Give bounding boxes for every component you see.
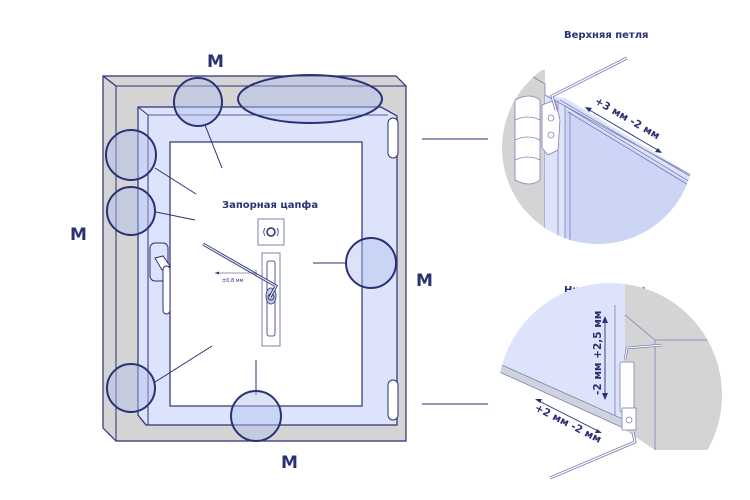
lower-hinge-detail [498,283,722,500]
upper-hinge-arrow [585,107,662,153]
marker-bottom: M [281,453,298,473]
lower-hinge-horizontal-arrow [535,399,602,433]
leader-lines [154,124,488,405]
adjust-point-top-left[interactable] [173,77,223,127]
upper-hinge-title: Верхняя петля [564,30,648,41]
rotate-icon [266,227,276,237]
top-hinge-mark [387,117,399,159]
adjust-point-bottom-left[interactable] [106,363,156,413]
adjust-point-left-middle[interactable] [106,186,156,236]
marker-right: M [416,271,433,291]
adjust-point-bottom[interactable] [230,390,282,442]
lower-hinge-vertical-tolerance: -2 мм +2,5 мм [592,311,604,395]
lock-pin-title: Запорная цапфа [222,199,318,211]
adjust-point-left-upper[interactable] [105,129,157,181]
window-handle [149,242,171,315]
upper-hinge-detail [502,52,694,244]
adjust-point-top-scissor[interactable] [237,74,383,124]
marker-top: M [207,52,224,72]
marker-left: M [70,225,87,245]
adjust-point-right[interactable] [345,237,397,289]
lock-pin-tolerance: ±0,8 мм [222,278,244,284]
lock-pin-detail: ±0,8 мм [202,218,285,347]
adjustment-points [105,74,397,442]
bottom-hinge-mark [387,379,399,421]
lower-hinge-vertical-arrow [602,316,608,400]
